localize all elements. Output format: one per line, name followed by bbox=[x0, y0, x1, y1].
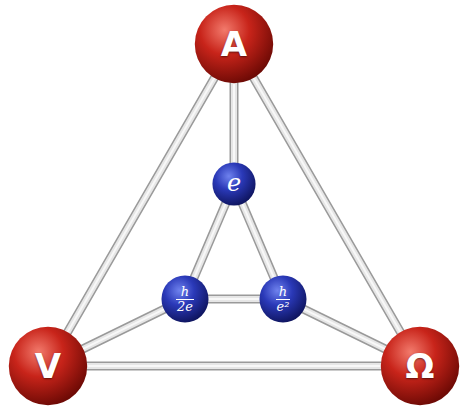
rod-stroke bbox=[194, 203, 226, 278]
rod-stroke bbox=[254, 78, 401, 332]
connector-rod bbox=[194, 203, 226, 278]
unit-symbol: Ω bbox=[406, 349, 435, 383]
fraction-numerator: h bbox=[279, 285, 287, 299]
constant-sphere: h2e bbox=[161, 275, 209, 323]
connector-rod bbox=[254, 78, 401, 332]
fraction: he² bbox=[276, 285, 291, 313]
rod-stroke bbox=[68, 78, 215, 332]
rod-stroke bbox=[304, 309, 385, 349]
connector-rod bbox=[208, 299, 260, 300]
fraction-denominator: e² bbox=[276, 299, 291, 314]
rod-stroke bbox=[68, 78, 215, 332]
rod-stroke bbox=[242, 203, 274, 278]
rod-stroke bbox=[87, 365, 381, 367]
rod-stroke bbox=[242, 203, 274, 278]
rod-stroke bbox=[231, 83, 237, 163]
sphere-label: h2e bbox=[161, 275, 209, 323]
rod-stroke bbox=[254, 78, 401, 332]
rod-stroke bbox=[208, 298, 260, 300]
sphere-label: e bbox=[212, 162, 256, 206]
rod-stroke bbox=[208, 295, 260, 304]
rod-stroke bbox=[304, 309, 385, 349]
rod-stroke bbox=[87, 362, 381, 371]
connector-rod bbox=[234, 83, 235, 163]
connector-rod bbox=[68, 78, 215, 332]
rod-stroke bbox=[194, 203, 226, 278]
fraction: h2e bbox=[176, 285, 194, 313]
unit-sphere: A bbox=[194, 4, 274, 84]
rod-stroke bbox=[83, 309, 164, 349]
connector-rod bbox=[87, 366, 381, 367]
rod-stroke bbox=[233, 83, 235, 163]
connector-rod bbox=[83, 309, 164, 349]
rod-stroke bbox=[87, 363, 381, 369]
constant-sphere: he² bbox=[259, 275, 307, 323]
constant-sphere: e bbox=[212, 162, 256, 206]
unit-sphere: Ω bbox=[380, 326, 460, 406]
unit-symbol: V bbox=[35, 349, 61, 383]
unit-sphere: V bbox=[8, 326, 88, 406]
constant-symbol: e bbox=[227, 171, 241, 195]
rod-stroke bbox=[230, 83, 239, 163]
sphere-label: Ω bbox=[380, 326, 460, 406]
fraction-numerator: h bbox=[181, 285, 189, 299]
sphere-label: he² bbox=[259, 275, 307, 323]
rod-stroke bbox=[68, 78, 215, 332]
sphere-label: A bbox=[194, 4, 274, 84]
rod-stroke bbox=[304, 309, 385, 349]
connector-rod bbox=[242, 203, 274, 278]
unit-symbol: A bbox=[221, 27, 247, 61]
rod-stroke bbox=[208, 296, 260, 302]
fraction-denominator: 2e bbox=[176, 299, 194, 314]
rod-stroke bbox=[194, 203, 226, 278]
rod-stroke bbox=[83, 309, 164, 349]
sphere-label: V bbox=[8, 326, 88, 406]
rod-stroke bbox=[242, 203, 274, 278]
rod-stroke bbox=[254, 78, 401, 332]
connector-rod bbox=[304, 309, 385, 349]
rod-stroke bbox=[83, 309, 164, 349]
